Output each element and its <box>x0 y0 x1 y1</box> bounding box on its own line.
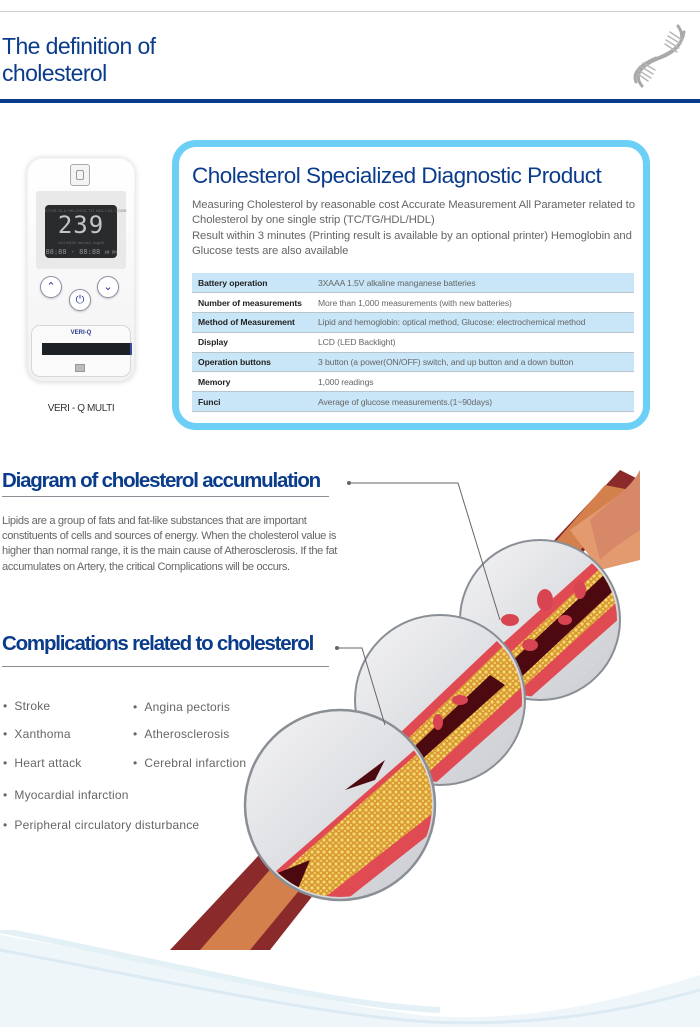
title-underline <box>0 99 700 103</box>
accumulation-body: Lipids are a group of fats and fat-like … <box>2 515 338 573</box>
spec-table: Battery operation 3XAAA 1.5V alkaline man… <box>192 273 634 412</box>
spec-value: LCD (LED Backlight) <box>318 337 396 348</box>
printer-icon <box>70 164 90 186</box>
power-icon: ⏻ <box>69 289 91 311</box>
spec-label: Operation buttons <box>198 357 271 368</box>
spec-row: Operation buttons 3 button (a power(ON/OF… <box>192 352 634 372</box>
spec-value: More than 1,000 measurements (with new b… <box>318 297 512 308</box>
dna-icon <box>633 24 686 88</box>
list-item: Atherosclerosis <box>133 727 229 741</box>
strip-eject <box>75 364 85 372</box>
spec-row: Method of Measurement Lipid and hemoglobi… <box>192 312 634 333</box>
strip-port: VERI-Q <box>31 325 132 377</box>
top-divider <box>0 11 700 12</box>
accumulation-rule <box>2 496 329 497</box>
spec-label: Number of measurements <box>198 297 302 308</box>
spec-value: Lipid and hemoglobin: optical method, Gl… <box>318 317 586 328</box>
accumulation-heading: Diagram of cholesterol accumulation <box>2 469 321 492</box>
spec-row: Battery operation 3XAAA 1.5V alkaline man… <box>192 273 634 293</box>
list-item: Angina pectoris <box>133 700 230 714</box>
spec-row: Number of measurements More than 1,000 me… <box>192 293 634 313</box>
lcd-ampm: AM PM <box>104 250 117 255</box>
lcd-indicators: KTOS GLU HB CHOL TG HDL LDL CODE <box>45 208 127 213</box>
spec-row: Funci Average of glucose measurements.(1~… <box>192 391 634 412</box>
device-caption: VERI - Q MULTI <box>47 403 115 414</box>
product-description: Measuring Cholesterol by reasonable cost… <box>192 198 642 258</box>
spec-value: 3 button (a power(ON/OFF) switch, and up… <box>318 357 574 368</box>
spec-label: Display <box>198 337 228 348</box>
decorative-wave <box>0 930 700 1027</box>
complications-rule <box>2 666 329 667</box>
list-item: Myocardial infarction <box>3 788 129 802</box>
spec-row: Display LCD (LED Backlight) <box>192 332 634 353</box>
page-title-line1: The definition of <box>2 33 156 59</box>
lcd-time-value: 88:88 - 88:88 <box>45 248 101 256</box>
lcd-units: Ctrl MON mmol/L mg/dl <box>58 240 104 245</box>
lcd-display: KTOS GLU HB CHOL TG HDL LDL CODE 239 Ctr… <box>45 205 127 258</box>
product-info-box: Cholesterol Specialized Diagnostic Produ… <box>172 140 650 430</box>
screen-bezel: KTOS GLU HB CHOL TG HDL LDL CODE 239 Ctr… <box>36 191 127 269</box>
device-image: KTOS GLU HB CHOL TG HDL LDL CODE 239 Ctr… <box>27 158 135 382</box>
spec-label: Battery operation <box>198 277 268 288</box>
list-item: Xanthoma <box>3 727 71 741</box>
spec-label: Funci <box>198 396 221 407</box>
spec-value: 3XAAA 1.5V alkaline manganese batteries <box>318 277 476 288</box>
lcd-value: 239 <box>57 211 105 239</box>
page-title: The definition of cholesterol <box>2 33 156 87</box>
list-item: Heart attack <box>3 756 82 770</box>
device-brand-logo: VERI-Q <box>70 330 92 336</box>
complications-heading: Complications related to cholesterol <box>2 632 314 655</box>
chevron-up-icon: ⌃ <box>40 276 62 298</box>
spec-row: Memory 1,000 readings <box>192 372 634 392</box>
chevron-down-icon: ⌄ <box>97 276 119 298</box>
lcd-time: 88:88 - 88:88 AM PM <box>45 248 117 256</box>
spec-label: Method of Measurement <box>198 317 295 328</box>
spec-value: Average of glucose measurements.(1~90day… <box>318 396 493 407</box>
list-item: Cerebral infarction <box>133 756 246 770</box>
spec-value: 1,000 readings <box>318 376 374 387</box>
list-item: Stroke <box>3 699 50 713</box>
spec-label: Memory <box>198 376 231 387</box>
product-title: Cholesterol Specialized Diagnostic Produ… <box>192 163 602 188</box>
list-item: Peripheral circulatory disturbance <box>3 818 199 832</box>
product-description-line2: Result within 3 minutes (Printing result… <box>192 230 632 257</box>
page-title-line2: cholesterol <box>2 60 107 86</box>
strip-slot <box>42 343 132 355</box>
product-description-line1: Measuring Cholesterol by reasonable cost… <box>192 199 635 226</box>
